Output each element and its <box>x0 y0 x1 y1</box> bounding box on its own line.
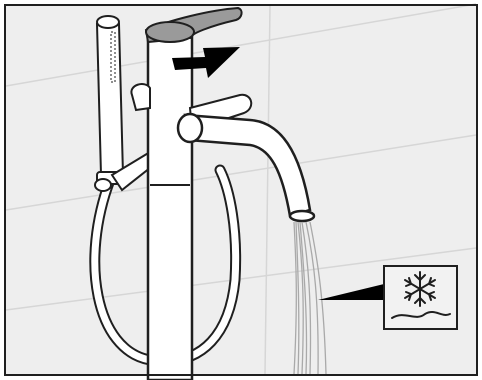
faucet-column <box>148 35 192 380</box>
cold-water-snowflake-icon <box>384 266 457 329</box>
diverter-knob <box>131 84 150 110</box>
hand-shower <box>97 16 123 184</box>
